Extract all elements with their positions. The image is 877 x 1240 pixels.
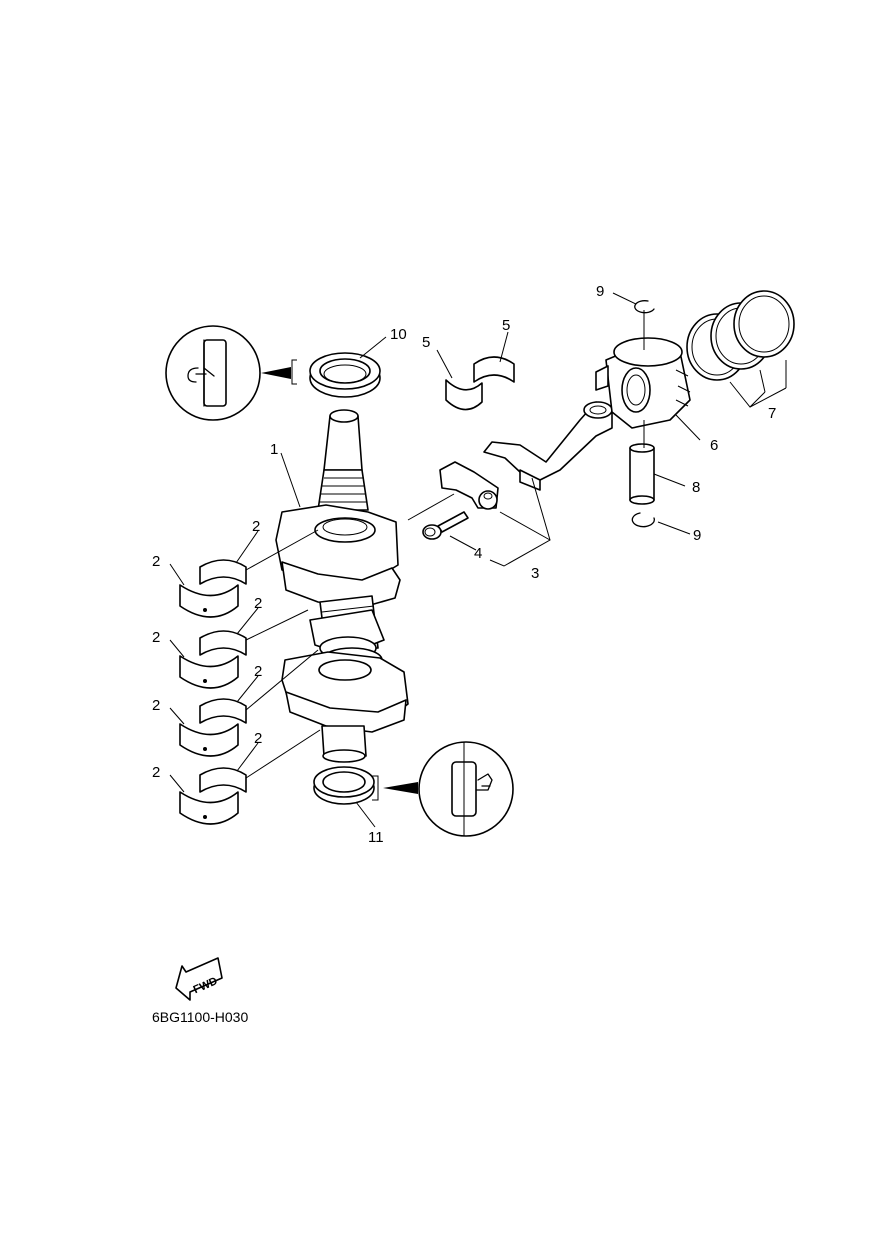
- callout-4: 4: [474, 545, 482, 562]
- circlip-upper-part: [634, 300, 655, 314]
- piston-rings-part: [686, 290, 795, 381]
- leader-lines: [169, 292, 787, 828]
- detail-circle-lower: [418, 741, 514, 837]
- callout-2: 2: [152, 697, 160, 714]
- fwd-arrow-icon: FWD: [175, 957, 223, 1001]
- callout-11: 11: [368, 829, 384, 846]
- piston-part: [595, 337, 691, 429]
- oil-seal-upper-part: [309, 352, 381, 398]
- callout-8: 8: [692, 479, 700, 496]
- callout-2: 2: [252, 518, 260, 535]
- bearing-pair-1: [179, 559, 247, 618]
- callout-2: 2: [254, 663, 262, 680]
- rod-bolt-part: [422, 511, 469, 540]
- connecting-rod-part: [439, 401, 613, 510]
- detail-circle-upper: [165, 325, 297, 421]
- callout-2: 2: [152, 764, 160, 781]
- diagram-code: 6BG1100-H030: [152, 1009, 248, 1025]
- callout-9: 9: [693, 527, 701, 544]
- callout-10: 10: [390, 326, 407, 343]
- callout-5: 5: [502, 317, 510, 334]
- oil-seal-lower-part: [313, 766, 418, 805]
- crankpin-bearings-part: [445, 356, 515, 411]
- callout-1: 1: [270, 441, 278, 458]
- callout-2: 2: [254, 730, 262, 747]
- callout-3: 3: [531, 565, 539, 582]
- callout-2: 2: [152, 553, 160, 570]
- circlip-lower-part: [631, 512, 655, 528]
- bearing-pair-4: [179, 767, 247, 825]
- bearing-pair-2: [179, 630, 247, 689]
- piston-pin-part: [629, 443, 655, 505]
- callout-2: 2: [152, 629, 160, 646]
- crankshaft-part: [275, 409, 409, 763]
- callout-7: 7: [768, 405, 776, 422]
- bearing-pair-3: [179, 698, 247, 757]
- callout-9: 9: [596, 283, 604, 300]
- callout-2: 2: [254, 595, 262, 612]
- callout-6: 6: [710, 437, 718, 454]
- callout-5: 5: [422, 334, 430, 351]
- callout-labels: 10 1 2 2 2 2 2 2 2 2 11 3 4 5 5 9 6 7 8 …: [152, 283, 776, 846]
- main-bearings-part: [179, 559, 247, 825]
